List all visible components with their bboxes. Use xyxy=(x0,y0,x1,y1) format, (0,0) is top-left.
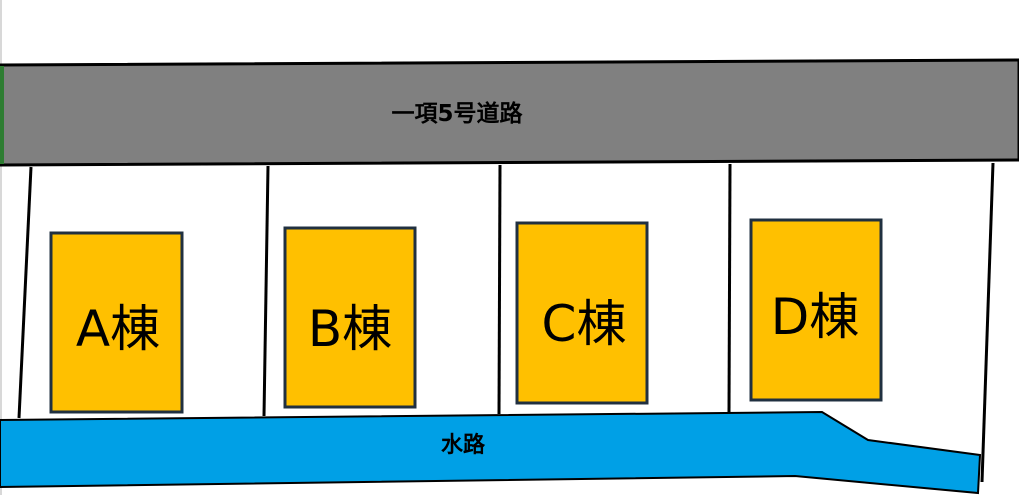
building-d: D棟 xyxy=(749,218,883,402)
building-d-footprint xyxy=(749,218,883,402)
building-c: C棟 xyxy=(515,221,649,405)
road-band xyxy=(0,58,1019,167)
road-label: 一項5号道路 xyxy=(391,100,523,127)
lot-boundary-line xyxy=(262,165,270,417)
lot-boundary-line xyxy=(980,162,995,483)
building-a-label: A棟 xyxy=(76,300,160,358)
road-left-accent xyxy=(0,66,4,164)
canal-label: 水路 xyxy=(441,432,486,458)
building-c-footprint xyxy=(515,221,649,405)
building-b: B棟 xyxy=(283,226,417,409)
lot-boundary-line xyxy=(497,164,502,415)
building-c-label: C棟 xyxy=(542,295,627,353)
lot-boundary-line xyxy=(727,163,732,413)
lot-boundary-line xyxy=(17,166,33,419)
building-d-label: D棟 xyxy=(771,288,860,346)
building-a-footprint xyxy=(49,231,184,414)
canal-band xyxy=(0,410,982,495)
building-a: A棟 xyxy=(49,231,184,414)
building-b-footprint xyxy=(283,226,417,409)
building-b-label: B棟 xyxy=(308,300,392,358)
